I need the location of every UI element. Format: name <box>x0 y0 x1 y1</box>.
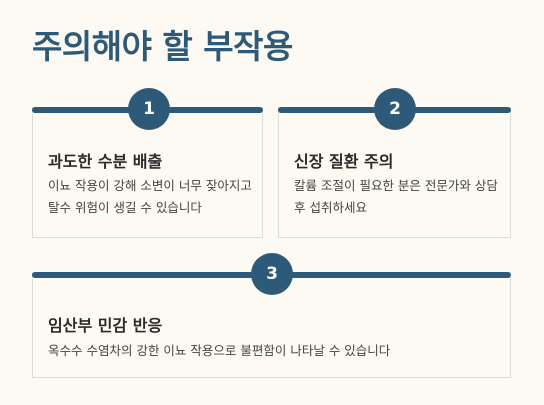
side-effect-card: 1 과도한 수분 배출 이뇨 작용이 강해 소변이 너무 잦아지고 탈수 위험이… <box>32 88 263 238</box>
side-effect-card: 2 신장 질환 주의 칼륨 조절이 필요한 분은 전문가와 상담 후 섭취하세요 <box>278 88 511 238</box>
page-title: 주의해야 할 부작용 <box>32 27 293 66</box>
card-number-badge: 2 <box>374 88 416 130</box>
card-title: 신장 질환 주의 <box>294 152 394 171</box>
card-description: 이뇨 작용이 강해 소변이 너무 잦아지고 탈수 위험이 생길 수 있습니다 <box>48 178 252 215</box>
card-number-badge: 1 <box>128 88 170 130</box>
card-title: 과도한 수분 배출 <box>48 152 163 171</box>
card-description: 옥수수 수염차의 강한 이뇨 작용으로 불편함이 나타날 수 있습니다 <box>48 343 391 358</box>
side-effect-card: 3 임산부 민감 반응 옥수수 수염차의 강한 이뇨 작용으로 불편함이 나타날… <box>32 253 511 378</box>
card-number-badge: 3 <box>251 253 293 295</box>
card-description: 칼륨 조절이 필요한 분은 전문가와 상담 후 섭취하세요 <box>294 178 498 215</box>
card-title: 임산부 민감 반응 <box>48 316 163 335</box>
